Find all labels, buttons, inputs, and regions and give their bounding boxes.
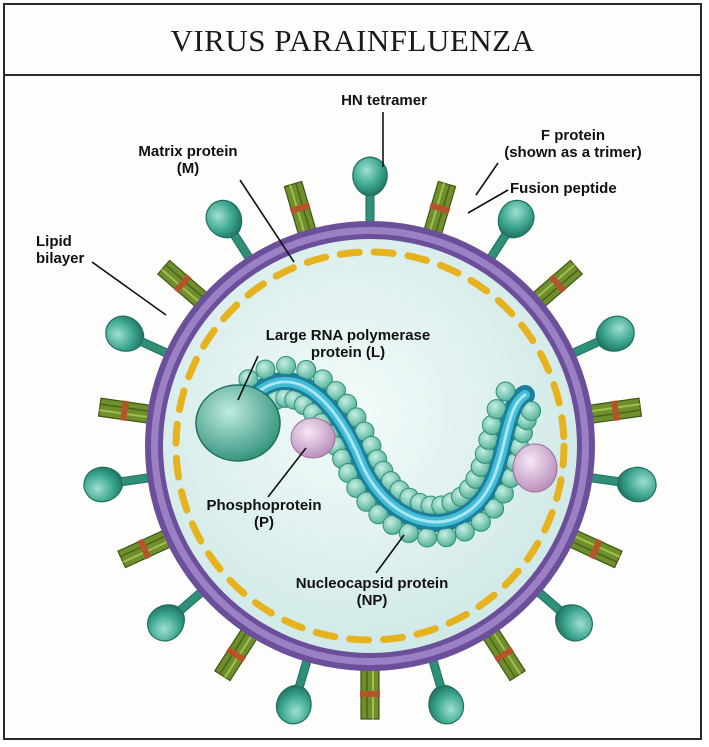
hn-head: [353, 157, 387, 195]
hn-head: [100, 310, 149, 357]
leader-lipid: [92, 262, 166, 315]
hn-head: [491, 194, 540, 245]
phosphoprotein-left: [291, 418, 335, 458]
leader-f-protein: [476, 163, 498, 195]
label-nucleocapsid: Nucleocapsid protein (NP): [262, 575, 482, 609]
hn-tetramer-spike: [81, 460, 153, 504]
hn-stalk: [119, 473, 152, 485]
hn-stalk: [588, 473, 621, 485]
np-bead: [418, 528, 437, 547]
phosphoprotein-right: [513, 444, 557, 492]
hn-tetramer-spike: [353, 157, 387, 225]
hn-head: [591, 310, 640, 357]
hn-head: [81, 465, 124, 504]
hn-head: [272, 682, 316, 728]
large-rna-polymerase: [196, 385, 280, 461]
label-lipid-bilayer: Lipid bilayer: [36, 233, 84, 267]
hn-head: [616, 465, 659, 504]
label-f-protein: F protein (shown as a trimer): [478, 127, 668, 161]
hn-head: [199, 194, 248, 245]
hn-head: [424, 682, 468, 728]
label-hn-tetramer: HN tetramer: [326, 92, 442, 109]
label-phosphoprotein: Phosphoprotein (P): [194, 497, 334, 531]
hn-stalk: [366, 193, 374, 225]
np-bead: [437, 528, 456, 547]
label-polymerase: Large RNA polymerase protein (L): [248, 327, 448, 361]
fusion-peptide-band: [360, 691, 380, 697]
label-matrix-protein: Matrix protein (M): [118, 143, 258, 177]
hn-tetramer-spike: [586, 460, 658, 504]
label-fusion-peptide: Fusion peptide: [510, 180, 617, 197]
